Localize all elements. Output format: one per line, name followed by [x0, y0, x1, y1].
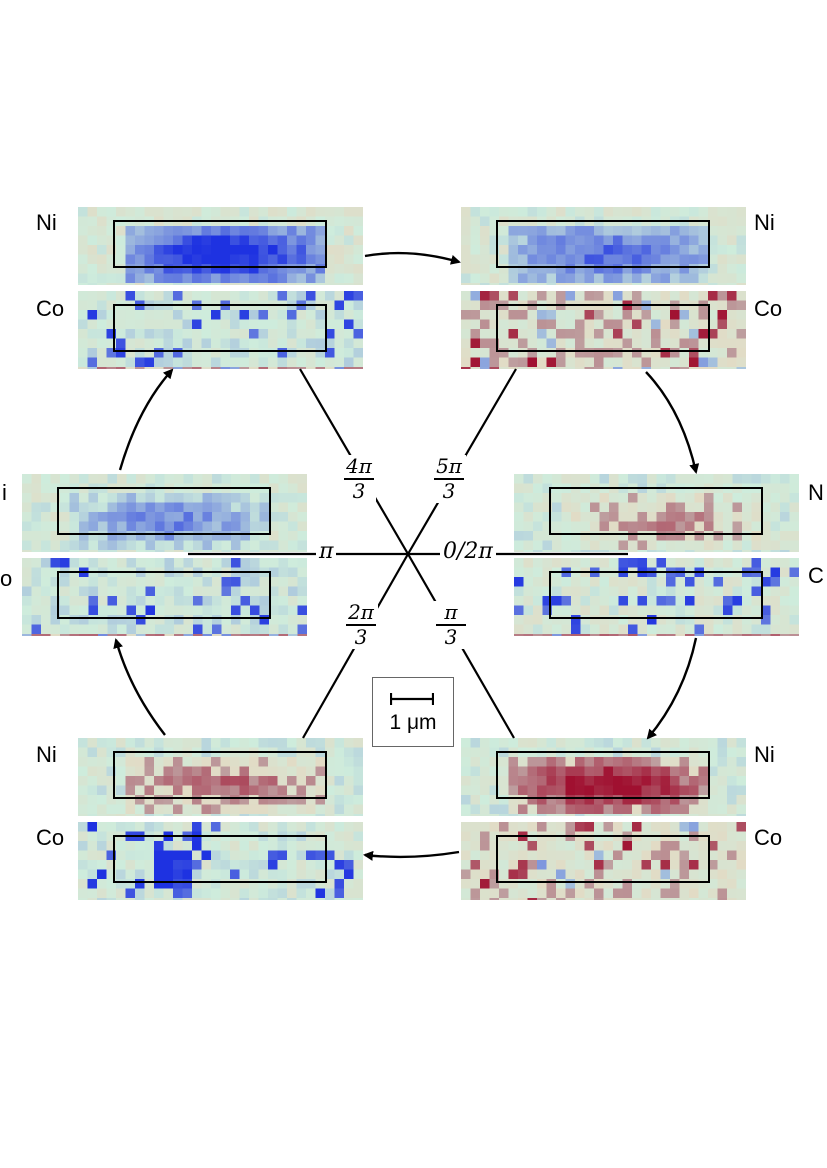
arrow-bottom	[363, 850, 460, 861]
phase-label-4pi3: 4π 3	[342, 455, 376, 503]
phase-4pi3-denominator: 3	[352, 478, 366, 503]
ni-map-top-right	[461, 207, 746, 285]
ni-label-top-left: Ni	[36, 210, 57, 235]
ni-label-mid-left: i	[2, 480, 7, 505]
ni-map-mid-right	[514, 474, 799, 552]
contrast-map-pixels	[22, 558, 307, 636]
co-label-mid-right: C	[808, 563, 824, 588]
scale-bar-label: 1 μm	[389, 711, 437, 734]
scale-bar-box: 1 μm	[372, 677, 454, 747]
co-label-top-left: Co	[36, 296, 65, 321]
fraction-bar	[436, 624, 466, 626]
fraction-bar	[344, 478, 374, 480]
ni-label-bottom-left: Ni	[36, 742, 57, 767]
co-label-bottom-left: Co	[36, 825, 65, 850]
arrow-lower-right	[646, 637, 698, 740]
region-of-interest-box	[549, 571, 763, 619]
region-of-interest-box	[113, 835, 327, 883]
phase-label-pi3: π 3	[434, 601, 468, 649]
phase-2pi3-denominator: 3	[354, 624, 368, 649]
phase-4pi3-numerator: 4π	[346, 454, 372, 478]
co-map-bottom-right	[461, 822, 746, 900]
arrow-top	[364, 251, 461, 265]
co-map-bottom-left	[78, 822, 363, 900]
phase-label-2pi3: 2π 3	[344, 601, 378, 649]
region-of-interest-box	[57, 571, 271, 619]
contrast-map-pixels	[78, 822, 363, 900]
region-of-interest-box	[496, 835, 710, 883]
phase-label-pi: π	[316, 541, 337, 563]
ni-map-bottom-right	[461, 738, 746, 816]
ni-label-mid-right: N	[808, 480, 824, 505]
co-label-top-right: Co	[754, 296, 783, 321]
arrow-upper-right	[645, 371, 700, 474]
region-of-interest-box	[113, 751, 327, 799]
contrast-map-pixels	[22, 474, 307, 552]
co-map-mid-right	[514, 558, 799, 636]
co-label-mid-left: o	[0, 566, 13, 591]
phase-2pi3-numerator: 2π	[348, 600, 374, 624]
ni-map-mid-left	[22, 474, 307, 552]
region-of-interest-box	[57, 487, 271, 535]
phase-label-5pi3: 5π 3	[432, 455, 466, 503]
phase-5pi3-numerator: 5π	[436, 454, 462, 478]
contrast-map-pixels	[461, 822, 746, 900]
region-of-interest-box	[113, 220, 327, 268]
ni-label-bottom-right: Ni	[754, 742, 775, 767]
phase-label-0-2pi: 0/2π	[440, 541, 496, 563]
phase-pi3-denominator: 3	[444, 624, 458, 649]
region-of-interest-box	[549, 487, 763, 535]
fraction-bar	[434, 478, 464, 480]
arrow-lower-left	[113, 638, 166, 736]
phase-pi3-numerator: π	[444, 600, 458, 624]
phase-5pi3-denominator: 3	[442, 478, 456, 503]
region-of-interest-box	[496, 304, 710, 352]
co-label-bottom-right: Co	[754, 825, 783, 850]
co-map-top-left	[78, 291, 363, 369]
co-map-mid-left	[22, 558, 307, 636]
ni-label-top-right: Ni	[754, 210, 775, 235]
ni-map-bottom-left	[78, 738, 363, 816]
region-of-interest-box	[113, 304, 327, 352]
fraction-bar	[346, 624, 376, 626]
region-of-interest-box	[496, 751, 710, 799]
ni-map-top-left	[78, 207, 363, 285]
contrast-map-pixels	[514, 474, 799, 552]
region-of-interest-box	[496, 220, 710, 268]
scale-bar	[390, 693, 434, 705]
arrow-upper-left	[118, 368, 174, 471]
co-map-top-right	[461, 291, 746, 369]
contrast-map-pixels	[461, 291, 746, 369]
